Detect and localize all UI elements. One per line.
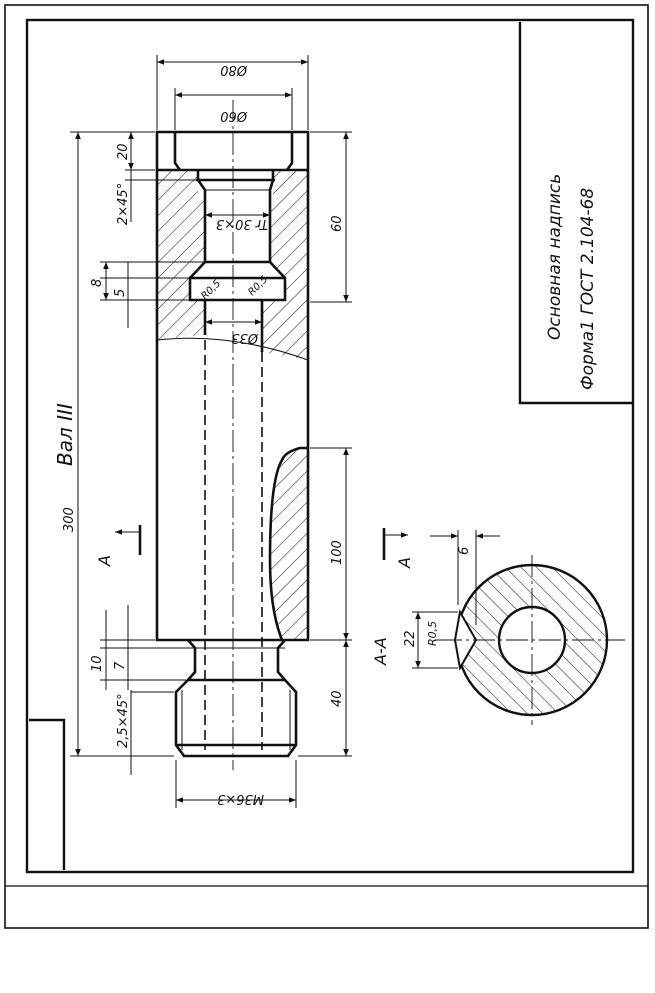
outer-sheet-border <box>4 4 649 929</box>
dim-len-60: 60 <box>330 215 345 232</box>
shaft-main-view <box>155 100 310 770</box>
key-dim-6: 6 <box>457 547 472 555</box>
stamp-line-2: Форма1 ГОСТ 2.104-68 <box>578 188 598 390</box>
dim-len-40: 40 <box>330 690 345 707</box>
stamp-line-1: Основная надпись <box>545 174 565 340</box>
dim-len-100: 100 <box>330 540 345 565</box>
dim-thread-m: M36×3 <box>217 791 264 806</box>
section-hatch-left <box>157 170 205 340</box>
dim-8: 8 <box>90 279 105 287</box>
dim-d80: Ø80 <box>220 62 248 77</box>
key-dim-radius: R0,5 <box>426 621 439 646</box>
dim-chamfer-25x45: 2,5×45° <box>116 693 131 748</box>
section-mark-right: A <box>395 557 414 569</box>
section-marks: A A A-A <box>95 525 414 666</box>
dim-len-300: 300 <box>62 507 77 532</box>
dim-thread-tr: Tr 30×3 <box>216 216 268 231</box>
dim-7: 7 <box>113 661 128 670</box>
section-mark-left: A <box>95 555 114 567</box>
dim-d33: Ø33 <box>231 330 259 345</box>
title-block: Основная надпись Форма1 ГОСТ 2.104-68 <box>518 22 632 405</box>
drawing-title: Вал III <box>53 403 77 466</box>
corner-block <box>29 718 66 870</box>
section-label: A-A <box>371 637 390 666</box>
key-dim-22: 22 <box>403 630 418 647</box>
section-hatch-right <box>262 170 308 360</box>
drawing-frame <box>25 18 635 874</box>
dim-radius-a: R0,5 <box>199 278 223 302</box>
dim-5: 5 <box>113 289 128 297</box>
section-a-a-view: 6 22 R0,5 <box>403 530 625 725</box>
dim-10: 10 <box>90 655 105 672</box>
local-section-hatch <box>270 447 308 640</box>
dim-chamfer-2x45: 2×45° <box>116 183 131 225</box>
dim-d60: Ø60 <box>220 108 248 123</box>
dimensions: Ø80 Ø60 Tr 30×3 Ø33 M36×3 300 20 2×45° <box>62 55 352 808</box>
dim-20: 20 <box>116 143 131 160</box>
